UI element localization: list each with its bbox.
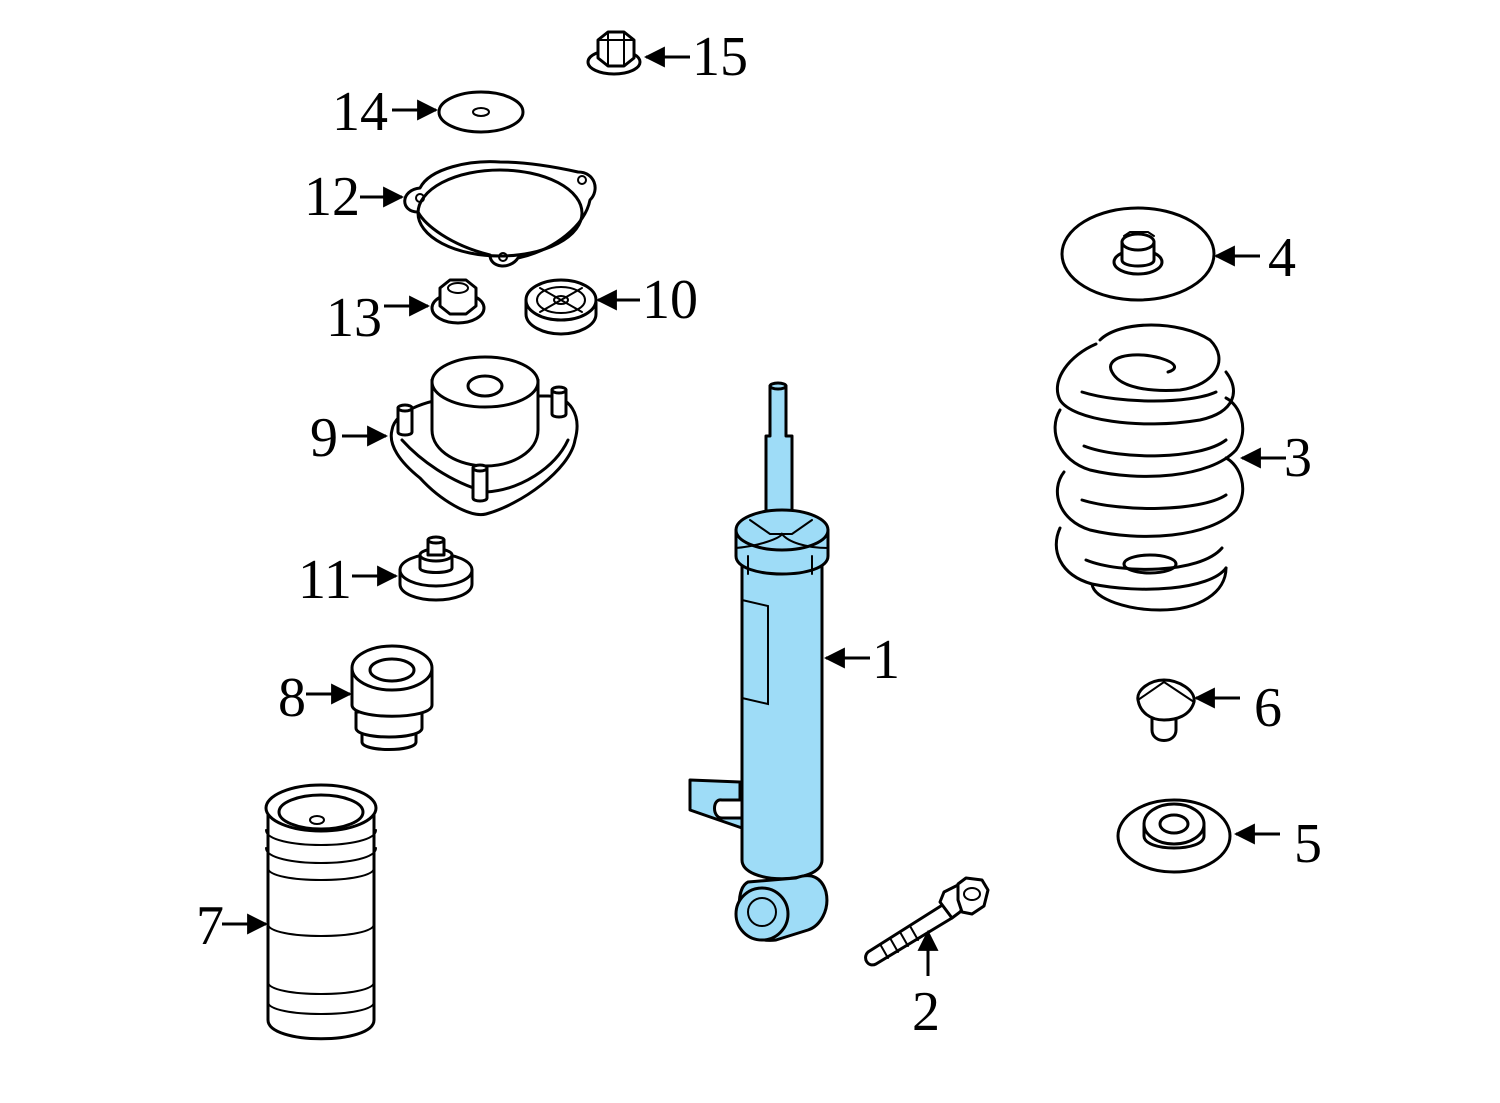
part-5-lower-seat[interactable] <box>1116 798 1232 874</box>
callout-8: 8 <box>278 667 306 729</box>
part-7-dust-boot[interactable] <box>264 783 378 1041</box>
callout-12: 12 <box>304 166 360 228</box>
callout-15: 15 <box>692 26 748 88</box>
part-14-washer[interactable] <box>437 90 525 134</box>
callout-14: 14 <box>332 81 388 143</box>
callout-13: 13 <box>326 287 382 349</box>
part-12-gasket[interactable] <box>403 160 597 268</box>
part-4-spring-seat[interactable] <box>1060 206 1216 302</box>
callout-2: 2 <box>912 981 940 1043</box>
callout-4: 4 <box>1268 227 1296 289</box>
part-10-bushing[interactable] <box>524 278 598 336</box>
part-11-cap[interactable] <box>398 535 474 602</box>
callout-10: 10 <box>642 269 698 331</box>
callout-1: 1 <box>872 629 900 691</box>
part-3-coil-spring[interactable] <box>1053 323 1245 612</box>
part-8-bump-stop[interactable] <box>350 644 434 751</box>
callout-3: 3 <box>1284 427 1312 489</box>
part-13-nut[interactable] <box>430 278 486 325</box>
callout-7: 7 <box>196 895 224 957</box>
part-1-shock-absorber[interactable] <box>688 381 830 942</box>
part-15-nut[interactable] <box>586 30 642 76</box>
part-6-push-pin[interactable] <box>1136 678 1196 742</box>
callout-9: 9 <box>310 407 338 469</box>
part-2-bolt[interactable] <box>864 876 990 967</box>
part-9-upper-mount[interactable] <box>389 355 579 517</box>
callout-11: 11 <box>298 549 352 611</box>
callout-6: 6 <box>1254 677 1282 739</box>
callout-5: 5 <box>1294 813 1322 875</box>
